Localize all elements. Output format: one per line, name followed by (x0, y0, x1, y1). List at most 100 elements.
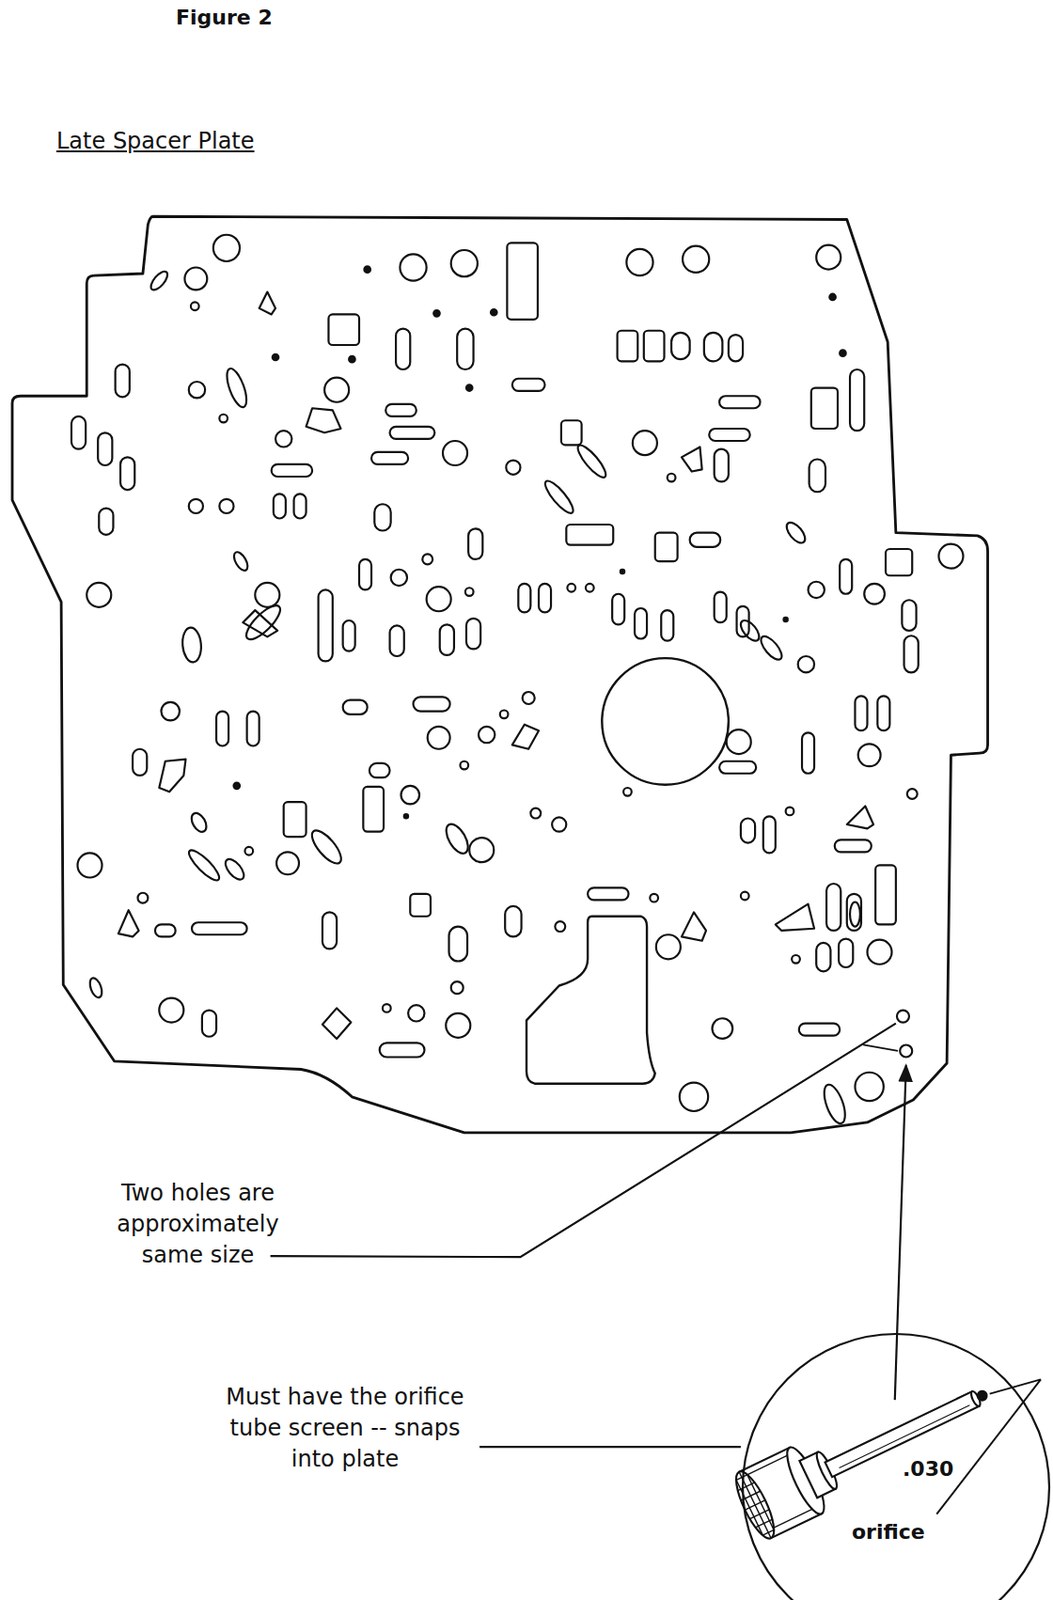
plate-hole (242, 610, 278, 637)
plate-slot (273, 493, 286, 519)
plate-hole (382, 1004, 392, 1013)
plate-hole (667, 473, 676, 483)
plate-hole (422, 553, 433, 565)
plate-hole (726, 729, 752, 755)
plate-slot (587, 887, 629, 900)
plate-hole (775, 904, 815, 931)
plate-hole (324, 377, 349, 403)
plate-hole (522, 691, 535, 705)
plate-hole (808, 581, 825, 598)
plate-hole (459, 761, 469, 771)
plate-slot (655, 533, 678, 562)
plate-hole (465, 587, 474, 597)
plate-hole (188, 499, 204, 514)
leader-line (479, 1445, 741, 1448)
plate-slot (202, 1010, 217, 1038)
plate-hole (433, 310, 441, 317)
plate-hole (188, 381, 205, 398)
plate-slot (901, 599, 916, 631)
plate-hole (757, 632, 786, 663)
part-label: orifice (851, 1520, 926, 1544)
plate-hole (427, 726, 451, 750)
plate-hole (466, 384, 473, 392)
plate-slot (904, 635, 919, 673)
plate-hole (158, 998, 184, 1023)
plate-slot (115, 364, 130, 398)
plate-hole (566, 583, 576, 593)
plate-hole (404, 814, 409, 818)
plate-title: Late Spacer Plate (56, 126, 255, 156)
plate-slot (362, 786, 384, 833)
leader-line (270, 1023, 896, 1258)
plate-hole (712, 1018, 734, 1039)
plate-slot (379, 1042, 425, 1057)
plate-slot (719, 395, 760, 409)
leader-line (863, 1044, 898, 1052)
plate-hole (138, 893, 149, 904)
plate-hole (408, 1005, 425, 1022)
plate-slot (191, 922, 248, 935)
plate-hole (798, 656, 815, 673)
plate-hole (858, 743, 881, 767)
plate-hole (864, 583, 885, 605)
plate-hole (585, 583, 595, 593)
plate-slot (512, 378, 546, 392)
plate-hole (160, 702, 180, 722)
plate-slot (216, 711, 229, 747)
plate-hole (623, 787, 632, 797)
plate-slot (385, 404, 417, 417)
plate-hole (221, 856, 248, 883)
plate-slot (875, 864, 896, 925)
arrow-line (895, 1065, 907, 1400)
plate-hole (185, 847, 223, 885)
plate-hole (348, 356, 356, 363)
plate-hole (791, 955, 801, 964)
plate-slot (328, 314, 360, 346)
plate-hole (632, 430, 658, 456)
plate-hole (500, 709, 509, 719)
plate-hole (188, 810, 210, 834)
plate-hole (574, 441, 611, 482)
plate-slot (811, 388, 838, 429)
plate-hole (620, 569, 625, 574)
plate-hole (231, 550, 251, 573)
plate-hole (938, 544, 963, 569)
plate-slot (714, 449, 729, 483)
plate-hole (451, 250, 478, 277)
callout-note: Two holes are approximately same size (96, 1178, 299, 1272)
plate-slot (612, 594, 625, 626)
plate-slot (456, 329, 473, 370)
plate-hole (276, 851, 299, 875)
plate-hole (505, 460, 520, 475)
plate-slot (561, 420, 582, 445)
plate-slot (504, 906, 521, 938)
plate-slot (468, 528, 483, 560)
plate-slot (826, 883, 841, 931)
plate-hole (234, 783, 241, 790)
plate-hole (184, 267, 207, 290)
plate-hole (740, 892, 750, 901)
plate-hole (241, 600, 285, 645)
plate-slot (120, 456, 135, 490)
plate-hole (190, 301, 200, 311)
plate-hole (679, 1083, 708, 1112)
plate-slot (359, 559, 372, 591)
plate-hole (478, 726, 495, 743)
plate-slot (719, 761, 756, 774)
plate-hole (785, 807, 795, 817)
leader-line (936, 1379, 1041, 1514)
plate-slot (343, 700, 368, 715)
plate-hole (512, 724, 539, 750)
plate-slot (132, 749, 147, 776)
plate-slot (838, 939, 853, 968)
plate-slot (801, 732, 815, 773)
plate-slot (518, 583, 531, 613)
plate-hole (554, 921, 566, 932)
plate-slot (318, 589, 333, 661)
plate-hole (391, 569, 408, 586)
plate-slot (71, 416, 86, 450)
plate-hole (737, 617, 763, 645)
plate-hole (275, 430, 292, 447)
plate-hole (907, 788, 918, 800)
plate-hole (254, 582, 280, 608)
